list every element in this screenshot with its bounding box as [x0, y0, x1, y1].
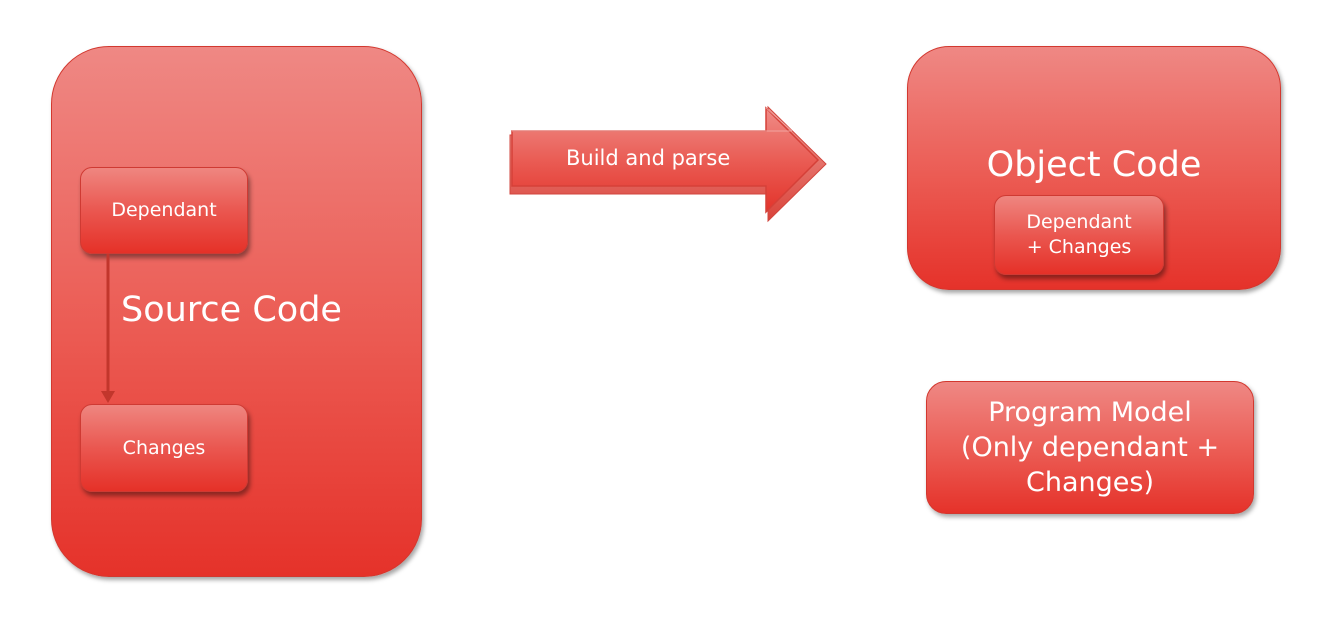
program-model-label: Program Model (Only dependant + Changes)	[960, 396, 1220, 499]
build-arrow-label: Build and parse	[566, 146, 731, 170]
object-dependant-changes-label: Dependant + Changes	[1026, 211, 1132, 258]
source-code-label: Source Code	[121, 290, 342, 330]
object-dependant-changes-box: Dependant + Changes	[994, 195, 1164, 275]
changes-label: Changes	[122, 436, 206, 459]
dependant-box: Dependant	[80, 167, 248, 254]
dependant-label: Dependant	[111, 199, 217, 222]
changes-box: Changes	[80, 404, 248, 492]
program-model-box: Program Model (Only dependant + Changes)	[926, 381, 1254, 514]
object-code-label: Object Code	[986, 145, 1202, 185]
